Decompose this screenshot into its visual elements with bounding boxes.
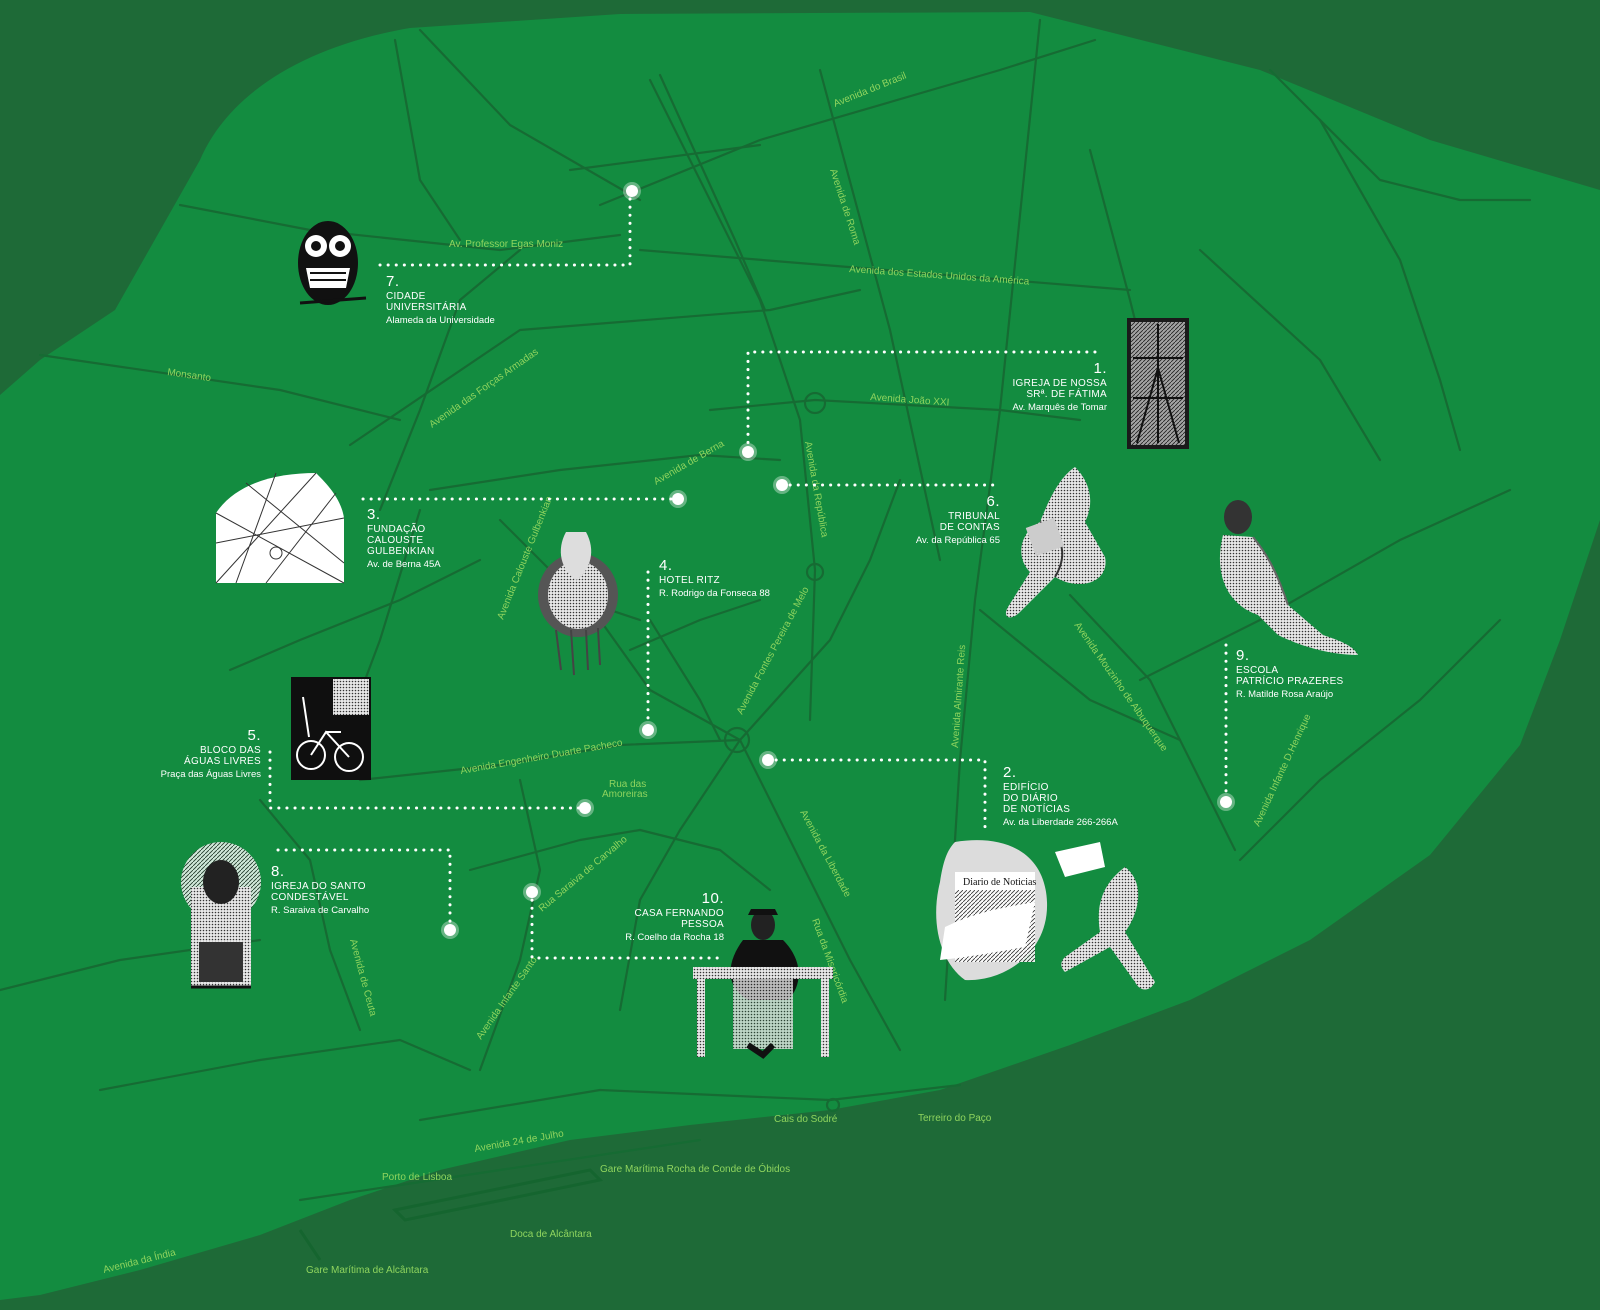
street-label: Av. Professor Egas Moniz [449,239,563,250]
owl-illustration [298,221,367,305]
location-label-3: 3. Fundação Calouste Gulbenkian Av. de B… [367,506,441,571]
street-label: Porto de Lisboa [382,1172,452,1183]
location-name: Edifício [1003,781,1049,793]
pessoa-desk-illustration [693,909,833,1059]
street-label: Cais do Sodré [774,1114,838,1125]
city-land [0,12,1600,1300]
street-label: Rua das [609,779,646,790]
figure-illustration [538,532,618,676]
location-number: 5. [247,727,261,744]
street-label: Gare Marítima Rocha de Conde de Óbidos [600,1162,790,1175]
marker-9[interactable] [1217,793,1235,811]
location-name: de Notícias [1003,804,1071,816]
route-5 [268,750,587,810]
location-number: 8. [271,863,285,880]
location-number: 2. [1003,764,1017,781]
location-address: Praça das Águas Livres [160,769,261,781]
location-number: 9. [1236,647,1250,664]
location-label-10: 10. Casa Fernando Pessoa R. Coelho da Ro… [584,890,724,944]
location-name: Hotel Ritz [659,574,720,586]
location-label-1: 1. Igreja de Nossa Srª. de Fátima Av. Ma… [967,360,1107,414]
route-8 [276,848,452,932]
location-address: Alameda da Universidade [386,315,495,327]
location-number: 3. [367,506,381,523]
location-address: Av. da Liberdade 266-266A [1003,817,1118,829]
marker-3[interactable] [669,490,687,508]
location-name: Patrício Prazeres [1236,675,1344,687]
location-number: 6. [986,493,1000,510]
route-lines [268,188,1228,960]
location-address: R. Matilde Rosa Araújo [1236,689,1334,701]
street-label: Gare Marítima de Alcântara [306,1265,429,1276]
location-label-2: 2. Edifício do Diário de Notícias Av. da… [1003,764,1118,829]
location-name: Condestável [271,891,349,903]
location-address: R. Rodrigo da Fonseca 88 [659,587,770,599]
location-address: R. Saraiva de Carvalho [271,905,370,917]
location-address: R. Coelho da Rocha 18 [625,932,724,944]
location-label-8: 8. Igreja do Santo Condestável R. Saraiv… [271,863,370,917]
bicycle-illustration [291,677,371,780]
marker-1[interactable] [739,443,757,461]
marker-6[interactable] [773,476,791,494]
street-label: Terreiro do Paço [918,1113,992,1124]
mosaic-illustration [1005,467,1106,618]
location-number: 4. [659,557,673,574]
marker-2[interactable] [759,751,777,769]
marker-5[interactable] [576,799,594,817]
location-name: Casa Fernando [634,907,724,919]
location-label-9: 9. Escola Patrício Prazeres R. Matilde R… [1236,647,1344,701]
route-1 [746,350,1097,454]
route-7 [378,188,632,267]
location-name: Srª. de Fátima [1026,388,1107,400]
location-number: 10. [701,890,724,907]
location-name: Fundação [367,523,426,535]
location-number: 7. [386,273,400,290]
location-address: Av. de Berna 45A [367,559,441,571]
location-name: de Contas [939,521,1000,533]
saint-illustration [181,842,261,989]
marker-4[interactable] [639,721,657,739]
location-name: Igreja do Santo [271,880,366,892]
location-name: Escola [1236,664,1279,676]
location-name: Calouste [367,534,424,546]
location-name: Igreja de Nossa [1012,377,1107,389]
route-2 [766,758,987,834]
marker-10[interactable] [523,883,541,901]
location-name: Bloco das [199,744,261,756]
location-name: Cidade [386,290,426,302]
reclining-woman-illustration [1219,500,1358,655]
location-label-7: 7. Cidade Universitária Alameda da Unive… [386,273,495,327]
stained-glass-illustration [1127,318,1189,449]
location-markers [441,182,1235,939]
newspaper-building-illustration: Diario de Noticias [936,840,1155,990]
location-address: Av. Marquês de Tomar [1012,402,1107,414]
marker-7[interactable] [623,182,641,200]
location-label-5: 5. Bloco das Águas Livres Praça das Água… [121,727,261,781]
location-label-6: 6. Tribunal de Contas Av. da República 6… [860,493,1000,547]
newspaper-sign: Diario de Noticias [963,877,1036,888]
location-name: Tribunal [948,510,1000,522]
location-name: Águas Livres [184,755,261,767]
location-label-4: 4. Hotel Ritz R. Rodrigo da Fonseca 88 [659,557,770,600]
street-label: Amoreiras [602,789,648,800]
location-name: do Diário [1003,792,1058,804]
road-network [0,18,1532,1261]
marker-8[interactable] [441,921,459,939]
location-address: Av. da República 65 [915,535,1000,547]
location-name: Gulbenkian [367,546,435,558]
location-name: Pessoa [681,918,724,930]
street-label: Doca de Alcântara [510,1229,592,1240]
route-10 [530,890,727,960]
location-number: 1. [1093,360,1107,377]
dome-illustration [215,472,345,584]
location-name: Universitária [386,301,467,313]
